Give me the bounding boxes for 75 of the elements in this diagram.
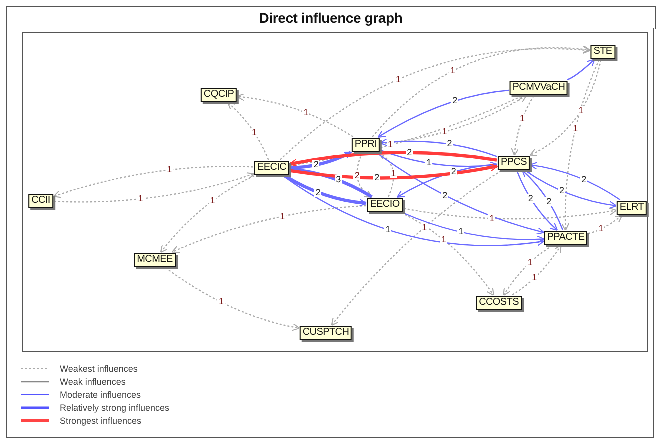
influence-arrow — [404, 208, 618, 220]
influence-arrow — [378, 90, 510, 138]
influence-arrow — [236, 93, 354, 138]
edge-label: 1 — [449, 66, 456, 76]
influence-arrow — [511, 96, 535, 156]
edge-label: 1 — [572, 124, 580, 134]
influence-arrow — [562, 60, 600, 232]
edge-label: 1 — [390, 170, 398, 179]
influence-arrow — [376, 152, 545, 235]
diagram-title: Direct influence graph — [259, 10, 403, 26]
edge-label: 2 — [450, 168, 458, 177]
variable-box: MCMEE — [134, 253, 176, 267]
influence-arrow — [372, 46, 591, 138]
variable-box: EECIC — [254, 161, 290, 175]
influence-arrow — [380, 150, 498, 170]
influence-arrow — [378, 152, 394, 198]
edge-label: 2 — [312, 160, 320, 170]
influence-arrow — [280, 46, 591, 160]
influence-arrow — [53, 166, 254, 198]
variable-box: CUSPTCH — [300, 326, 352, 340]
influence-arrow — [530, 60, 602, 156]
variable-box: PCMVVaCH — [510, 81, 568, 95]
edge-label: 1 — [441, 128, 448, 137]
variable-box: PPRI — [352, 138, 380, 152]
influence-arrow — [588, 215, 623, 234]
influence-arrow — [166, 268, 300, 332]
variable-box: CCOSTS — [476, 296, 522, 310]
edge-label: 2 — [452, 96, 459, 106]
edge-label: 2 — [446, 140, 454, 149]
influence-arrow — [172, 205, 366, 254]
variable-box: PPCS — [498, 156, 530, 170]
edge-label: 2 — [558, 186, 566, 196]
edge-label: 1 — [218, 298, 225, 307]
influence-arrow — [512, 244, 562, 296]
edge-label: 1 — [384, 226, 392, 235]
variable-box: EECIO — [367, 198, 403, 212]
edge-label: 2 — [546, 198, 553, 207]
influence-arrow — [290, 151, 352, 170]
edge-label: 1 — [302, 108, 310, 118]
influence-arrow — [290, 164, 498, 180]
variable-box: STE — [590, 45, 616, 59]
edge-label: 1 — [458, 228, 465, 237]
legend-text: Weakest influences — [60, 364, 138, 374]
variable-box: CCII — [28, 194, 54, 208]
edge-label: 1 — [137, 194, 144, 204]
variable-box: ELRT — [616, 201, 648, 215]
variable-box: CQCIP — [200, 88, 238, 102]
edge-label: 1 — [426, 158, 433, 168]
influence-arrow — [160, 175, 255, 254]
influence-arrow — [402, 212, 545, 244]
edge-label: 2 — [374, 174, 381, 183]
influence-arrow — [396, 164, 498, 198]
influence-arrow — [289, 151, 498, 168]
edge-label: 1 — [166, 166, 174, 175]
legend-text: Strongest influences — [60, 416, 142, 426]
influence-arrow — [282, 176, 545, 246]
edge-label: 1 — [209, 196, 216, 206]
influence-arrow — [380, 138, 498, 158]
legend-text: Relatively strong influences — [60, 403, 170, 413]
influence-arrow — [525, 170, 618, 209]
edge-label: 1 — [531, 274, 538, 283]
edge-label: 1 — [519, 114, 526, 124]
variable-box: PPACTE — [544, 231, 588, 245]
influence-arrow — [54, 172, 255, 203]
edge-label: 1 — [440, 236, 448, 245]
influence-arrow — [530, 162, 621, 200]
legend-text: Weak influences — [60, 377, 126, 387]
influence-arrow — [284, 174, 368, 207]
influence-arrow — [503, 246, 553, 296]
influence-arrow — [331, 170, 502, 326]
influence-arrow — [227, 102, 270, 160]
edge-label: 3 — [335, 176, 342, 185]
edge-label: 1 — [598, 224, 605, 234]
legend-text: Moderate influences — [60, 390, 142, 400]
influence-arrow — [566, 59, 596, 81]
